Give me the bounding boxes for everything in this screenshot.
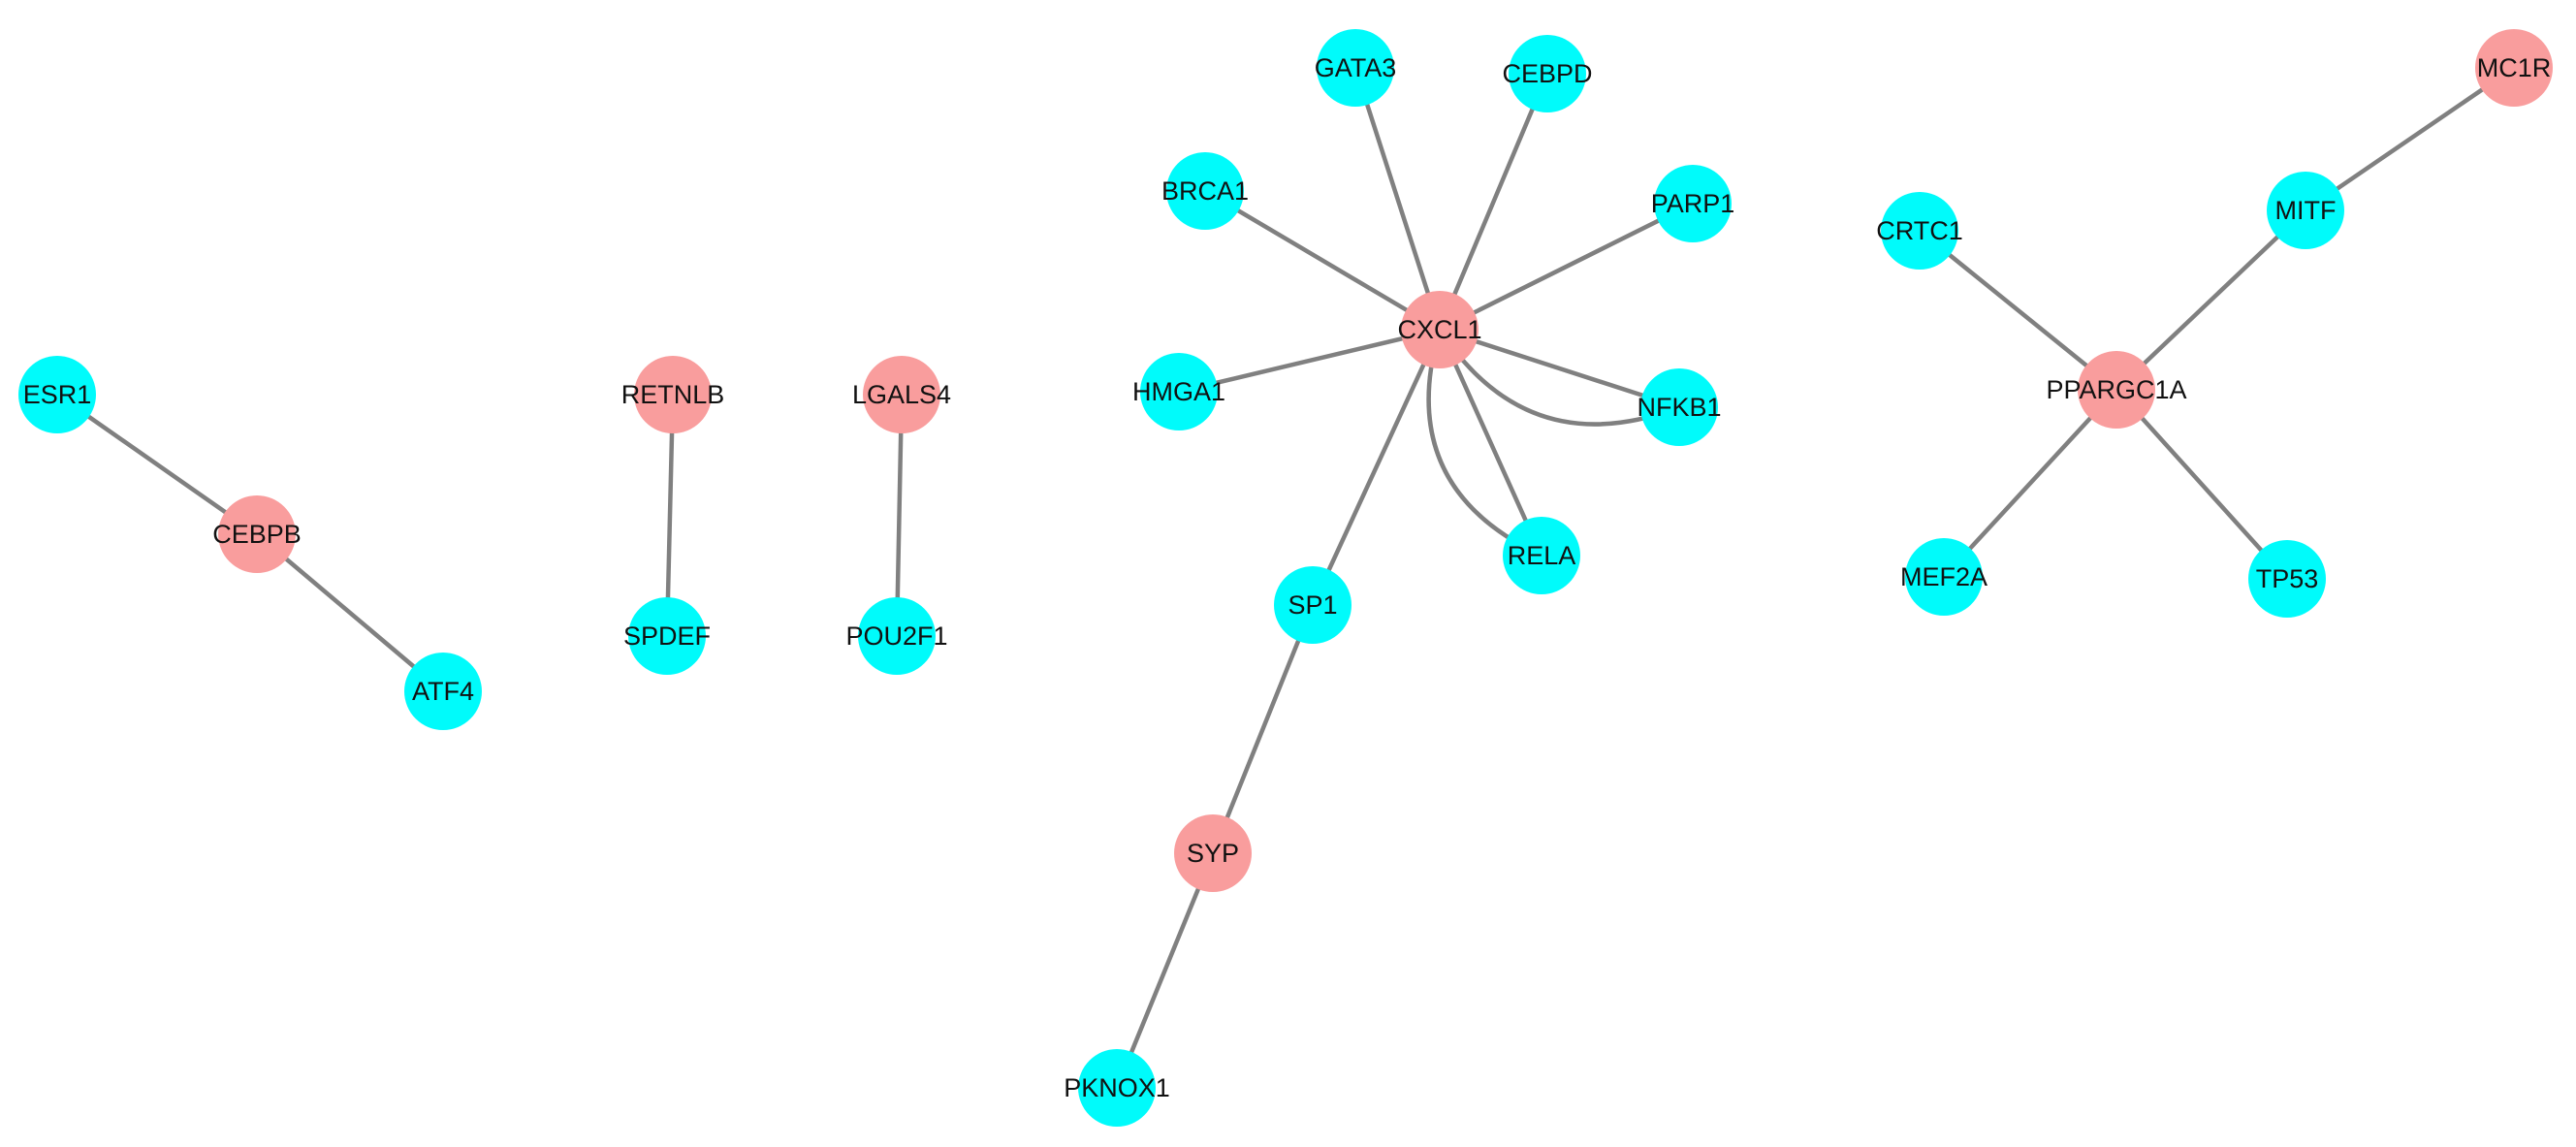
node-label: SYP bbox=[1187, 839, 1239, 868]
edge-cxcl1-rela bbox=[1437, 327, 1544, 558]
node-label: PARP1 bbox=[1651, 189, 1735, 218]
edge-cxcl1-brca1 bbox=[1202, 188, 1443, 333]
node-crtc1: CRTC1 bbox=[1876, 192, 1963, 270]
node-circle bbox=[1317, 29, 1394, 107]
node-label: PKNOX1 bbox=[1064, 1073, 1170, 1102]
edge-lgals4-pou2f1 bbox=[894, 392, 905, 639]
node-circle bbox=[634, 356, 712, 433]
edge-retnlb-spdef bbox=[664, 392, 676, 639]
node-retnlb: RETNLB bbox=[621, 356, 725, 433]
node-label: MEF2A bbox=[1900, 562, 1988, 591]
edge-cxcl1-hmga1 bbox=[1176, 327, 1443, 395]
node-label: LGALS4 bbox=[852, 380, 951, 409]
node-label: HMGA1 bbox=[1132, 377, 1225, 406]
node-label: CRTC1 bbox=[1876, 216, 1963, 245]
node-sp1: SP1 bbox=[1274, 566, 1352, 644]
node-circle bbox=[2475, 29, 2553, 107]
node-circle bbox=[1509, 35, 1586, 112]
node-circle bbox=[1166, 152, 1244, 230]
node-label: NFKB1 bbox=[1637, 393, 1721, 422]
node-label: MC1R bbox=[2477, 53, 2552, 82]
edge-mc1r-mitf bbox=[2303, 65, 2517, 213]
node-circle bbox=[858, 597, 936, 675]
edge-cxcl1-nfkb1 bbox=[1437, 327, 1682, 427]
node-label: SPDEF bbox=[623, 621, 711, 651]
node-label: SP1 bbox=[1288, 590, 1337, 620]
edge-cxcl1-gata3 bbox=[1352, 65, 1443, 333]
node-pou2f1: POU2F1 bbox=[845, 597, 948, 675]
edge-cxcl1-sp1 bbox=[1310, 327, 1443, 608]
node-circle bbox=[1174, 814, 1252, 892]
node-circle bbox=[404, 653, 482, 730]
node-circle bbox=[1905, 538, 1983, 616]
node-atf4: ATF4 bbox=[404, 653, 482, 730]
node-lgals4: LGALS4 bbox=[852, 356, 951, 433]
node-circle bbox=[2267, 172, 2344, 249]
node-label: BRCA1 bbox=[1161, 176, 1249, 206]
node-circle bbox=[1140, 353, 1218, 430]
node-circle bbox=[1274, 566, 1352, 644]
node-parp1: PARP1 bbox=[1651, 165, 1735, 242]
edge-ppargc1a-mef2a bbox=[1941, 387, 2119, 580]
node-cebpb: CEBPB bbox=[212, 495, 302, 573]
node-circle bbox=[863, 356, 940, 433]
node-circle bbox=[628, 597, 706, 675]
node-label: GATA3 bbox=[1315, 53, 1397, 82]
node-mc1r: MC1R bbox=[2475, 29, 2553, 107]
edge-ppargc1a-tp53 bbox=[2114, 387, 2290, 582]
edge-cxcl1-nfkb1 bbox=[1437, 327, 1682, 410]
node-circle bbox=[1401, 291, 1479, 368]
node-gata3: GATA3 bbox=[1315, 29, 1397, 107]
edge-cebpb-atf4 bbox=[254, 531, 446, 694]
node-label: RETNLB bbox=[621, 380, 725, 409]
node-circle bbox=[218, 495, 296, 573]
node-label: CXCL1 bbox=[1397, 315, 1481, 344]
node-label: CEBPB bbox=[212, 520, 302, 549]
node-nfkb1: NFKB1 bbox=[1637, 368, 1722, 446]
node-circle bbox=[2248, 540, 2326, 618]
node-circle bbox=[1078, 1049, 1156, 1127]
node-label: PPARGC1A bbox=[2046, 375, 2186, 404]
node-cebpd: CEBPD bbox=[1502, 35, 1593, 112]
node-brca1: BRCA1 bbox=[1161, 152, 1249, 230]
node-ppargc1a: PPARGC1A bbox=[2046, 351, 2187, 429]
node-cxcl1: CXCL1 bbox=[1397, 291, 1482, 368]
edge-cxcl1-rela bbox=[1426, 327, 1544, 558]
edges-layer bbox=[54, 65, 2517, 1091]
edge-cxcl1-parp1 bbox=[1437, 201, 1696, 333]
node-circle bbox=[1654, 165, 1732, 242]
node-pknox1: PKNOX1 bbox=[1064, 1049, 1170, 1127]
node-hmga1: HMGA1 bbox=[1132, 353, 1225, 430]
edge-esr1-cebpb bbox=[54, 392, 260, 537]
edge-sp1-syp bbox=[1210, 602, 1316, 856]
node-label: MITF bbox=[2275, 196, 2337, 225]
node-esr1: ESR1 bbox=[18, 356, 96, 433]
node-syp: SYP bbox=[1174, 814, 1252, 892]
node-spdef: SPDEF bbox=[623, 597, 711, 675]
node-label: RELA bbox=[1508, 541, 1576, 570]
edge-mitf-ppargc1a bbox=[2114, 207, 2308, 393]
node-rela: RELA bbox=[1503, 517, 1580, 594]
node-circle bbox=[2078, 351, 2155, 429]
node-tp53: TP53 bbox=[2248, 540, 2326, 618]
node-circle bbox=[1503, 517, 1580, 594]
node-circle bbox=[1881, 192, 1958, 270]
node-label: TP53 bbox=[2256, 564, 2319, 593]
node-label: ESR1 bbox=[23, 380, 92, 409]
node-circle bbox=[1640, 368, 1718, 446]
edge-cxcl1-cebpd bbox=[1437, 71, 1550, 333]
node-label: POU2F1 bbox=[845, 621, 947, 651]
node-mef2a: MEF2A bbox=[1900, 538, 1988, 616]
node-label: ATF4 bbox=[412, 677, 474, 706]
node-circle bbox=[18, 356, 96, 433]
node-label: CEBPD bbox=[1502, 59, 1592, 88]
edge-crtc1-ppargc1a bbox=[1917, 228, 2119, 393]
node-mitf: MITF bbox=[2267, 172, 2344, 249]
edge-syp-pknox1 bbox=[1114, 850, 1216, 1091]
